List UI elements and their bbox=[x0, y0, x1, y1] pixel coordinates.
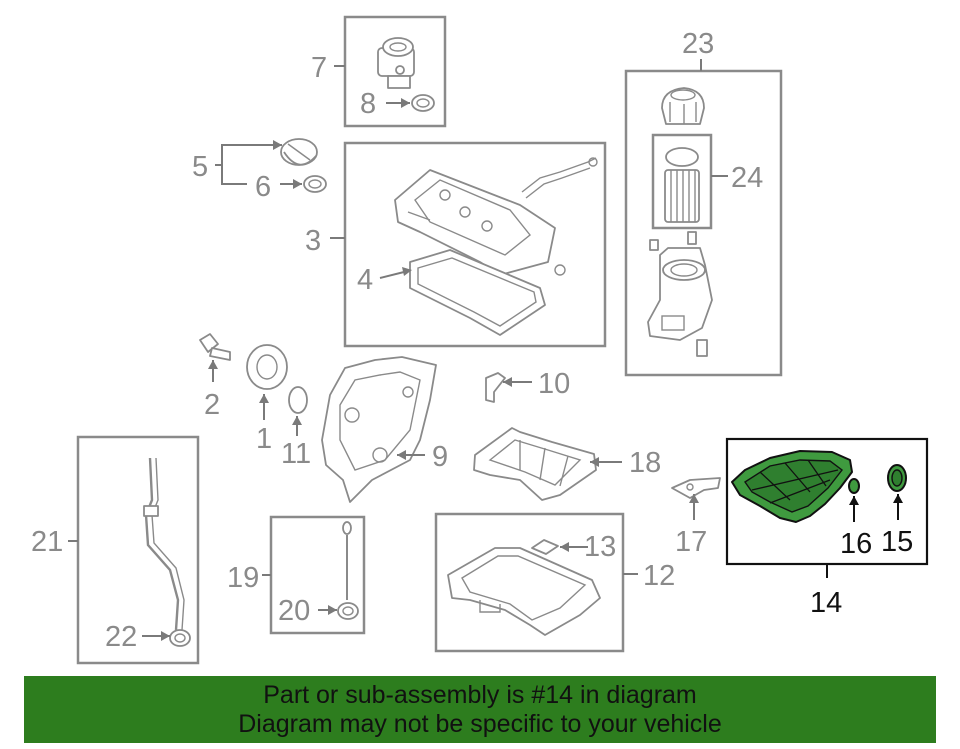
oil-cap-seal[interactable] bbox=[303, 175, 327, 193]
oil-filler-seal[interactable] bbox=[411, 94, 435, 112]
oil-filter-cap[interactable] bbox=[661, 87, 705, 125]
callout-12: 12 bbox=[643, 560, 675, 592]
callout-4: 4 bbox=[357, 264, 373, 296]
callout-7: 7 bbox=[311, 52, 327, 84]
callout-11: 11 bbox=[281, 438, 311, 470]
callout-2: 2 bbox=[204, 389, 220, 421]
oil-filter-element[interactable] bbox=[664, 147, 700, 223]
dipstick-tube-seal[interactable] bbox=[169, 629, 191, 647]
group-box-12 bbox=[434, 512, 625, 653]
dipstick-seal[interactable] bbox=[337, 602, 359, 620]
timing-chain-cover[interactable] bbox=[321, 356, 437, 503]
pcv-hose[interactable] bbox=[521, 157, 598, 276]
banner-line-2: Diagram may not be specific to your vehi… bbox=[238, 710, 722, 738]
oil-cap[interactable] bbox=[280, 138, 318, 166]
oil-filler-neck[interactable] bbox=[377, 37, 415, 89]
group-box-3 bbox=[343, 141, 607, 348]
o-ring[interactable] bbox=[288, 386, 308, 414]
dipstick-tube[interactable] bbox=[143, 457, 185, 631]
oil-baffle[interactable] bbox=[473, 427, 597, 501]
pan-bracket[interactable] bbox=[671, 477, 721, 499]
callout-6: 6 bbox=[255, 171, 271, 203]
banner-line-1: Part or sub-assembly is #14 in diagram bbox=[263, 681, 697, 709]
callout-8: 8 bbox=[360, 88, 376, 120]
valve-cover-gasket[interactable] bbox=[409, 249, 546, 336]
callout-5: 5 bbox=[192, 151, 208, 183]
group-box-24 bbox=[651, 133, 713, 230]
group-box-23 bbox=[624, 69, 783, 377]
group-box-21 bbox=[76, 435, 200, 665]
callout-14: 14 bbox=[810, 587, 842, 619]
lower-oil-pan[interactable] bbox=[447, 547, 601, 636]
upper-oil-pan-highlighted[interactable] bbox=[731, 450, 853, 523]
callout-20: 20 bbox=[278, 595, 310, 627]
callout-13: 13 bbox=[584, 531, 616, 563]
callout-9: 9 bbox=[432, 441, 448, 473]
callout-22: 22 bbox=[105, 621, 137, 653]
callout-24: 24 bbox=[731, 162, 763, 194]
oil-filter-housing[interactable] bbox=[647, 231, 713, 357]
callout-21: 21 bbox=[31, 526, 63, 558]
callout-15: 15 bbox=[881, 526, 913, 558]
highlight-arrowheads bbox=[849, 494, 903, 505]
sensor-bolt[interactable] bbox=[199, 333, 231, 361]
callout-3: 3 bbox=[305, 225, 321, 257]
leader-arrowheads bbox=[161, 98, 699, 641]
valve-cover[interactable] bbox=[394, 169, 556, 276]
callout-18: 18 bbox=[629, 447, 661, 479]
oil-dipstick[interactable] bbox=[342, 521, 352, 600]
cover-gasket[interactable] bbox=[485, 372, 506, 403]
drain-plug-washer[interactable] bbox=[848, 478, 860, 494]
crankshaft-seal[interactable] bbox=[246, 344, 288, 390]
callout-23: 23 bbox=[682, 28, 714, 60]
pan-plate[interactable] bbox=[531, 539, 559, 555]
drain-plug[interactable] bbox=[887, 464, 907, 492]
group-box-7 bbox=[343, 15, 447, 128]
callout-10: 10 bbox=[538, 368, 570, 400]
callout-19: 19 bbox=[227, 562, 259, 594]
callout-16: 16 bbox=[840, 528, 872, 560]
callout-1: 1 bbox=[256, 423, 272, 455]
callout-17: 17 bbox=[675, 526, 707, 558]
disclaimer-banner: Part or sub-assembly is #14 in diagram D… bbox=[24, 676, 936, 743]
